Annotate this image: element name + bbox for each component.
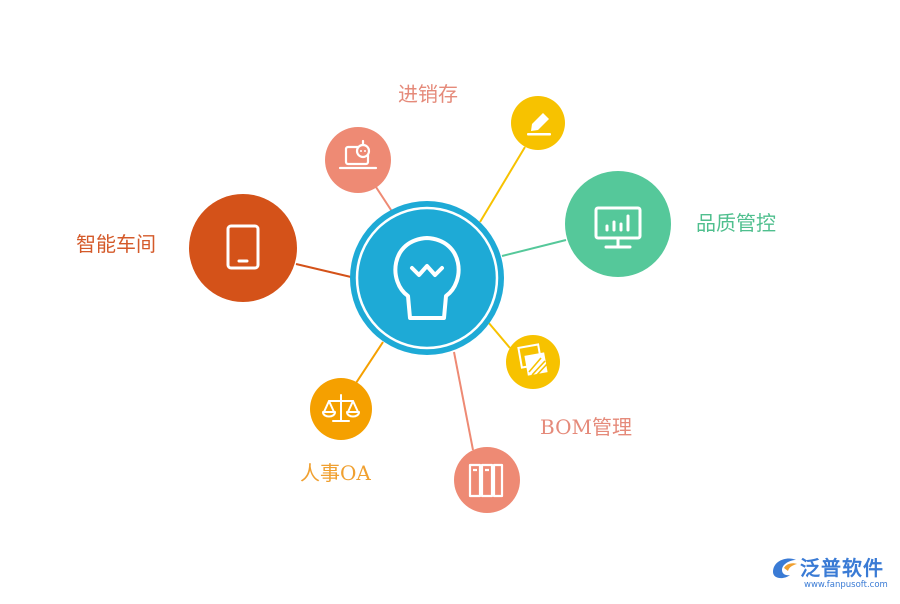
connectors <box>295 146 567 451</box>
node-docs <box>454 447 520 513</box>
node-bom <box>506 335 560 389</box>
label-zhineng: 智能车间 <box>76 232 156 256</box>
brand-mark-icon <box>773 558 797 579</box>
node-pinzhi <box>565 171 671 277</box>
monitor-chart-icon <box>594 206 642 249</box>
connector-renshi <box>355 341 384 384</box>
brand-url: www.fanpusoft.com <box>804 580 888 590</box>
center-node <box>350 201 504 355</box>
connector-bom <box>487 321 511 349</box>
label-bom: BOM管理 <box>540 415 632 439</box>
pen-icon <box>527 113 551 136</box>
connector-docs <box>453 351 474 451</box>
node-renshi <box>310 378 372 440</box>
connector-zhineng <box>295 263 352 278</box>
node-pen <box>511 96 565 150</box>
connector-pen <box>479 146 526 223</box>
node-zhineng <box>189 194 297 302</box>
label-jinxiaocun: 进销存 <box>398 82 458 106</box>
label-renshi: 人事OA <box>300 461 371 485</box>
label-pinzhi: 品质管控 <box>696 211 776 235</box>
node-jinxiaocun <box>325 127 391 193</box>
brand-name: 泛普软件 <box>800 556 884 580</box>
connector-pinzhi <box>501 239 567 257</box>
brand-logo: 泛普软件 www.fanpusoft.com <box>768 552 896 596</box>
tablet-icon <box>226 224 260 270</box>
layers-icon <box>517 343 548 378</box>
robot-laptop-icon <box>338 139 378 170</box>
scale-icon <box>322 394 360 422</box>
lightbulb-icon <box>393 236 461 320</box>
binders-icon <box>468 463 504 498</box>
